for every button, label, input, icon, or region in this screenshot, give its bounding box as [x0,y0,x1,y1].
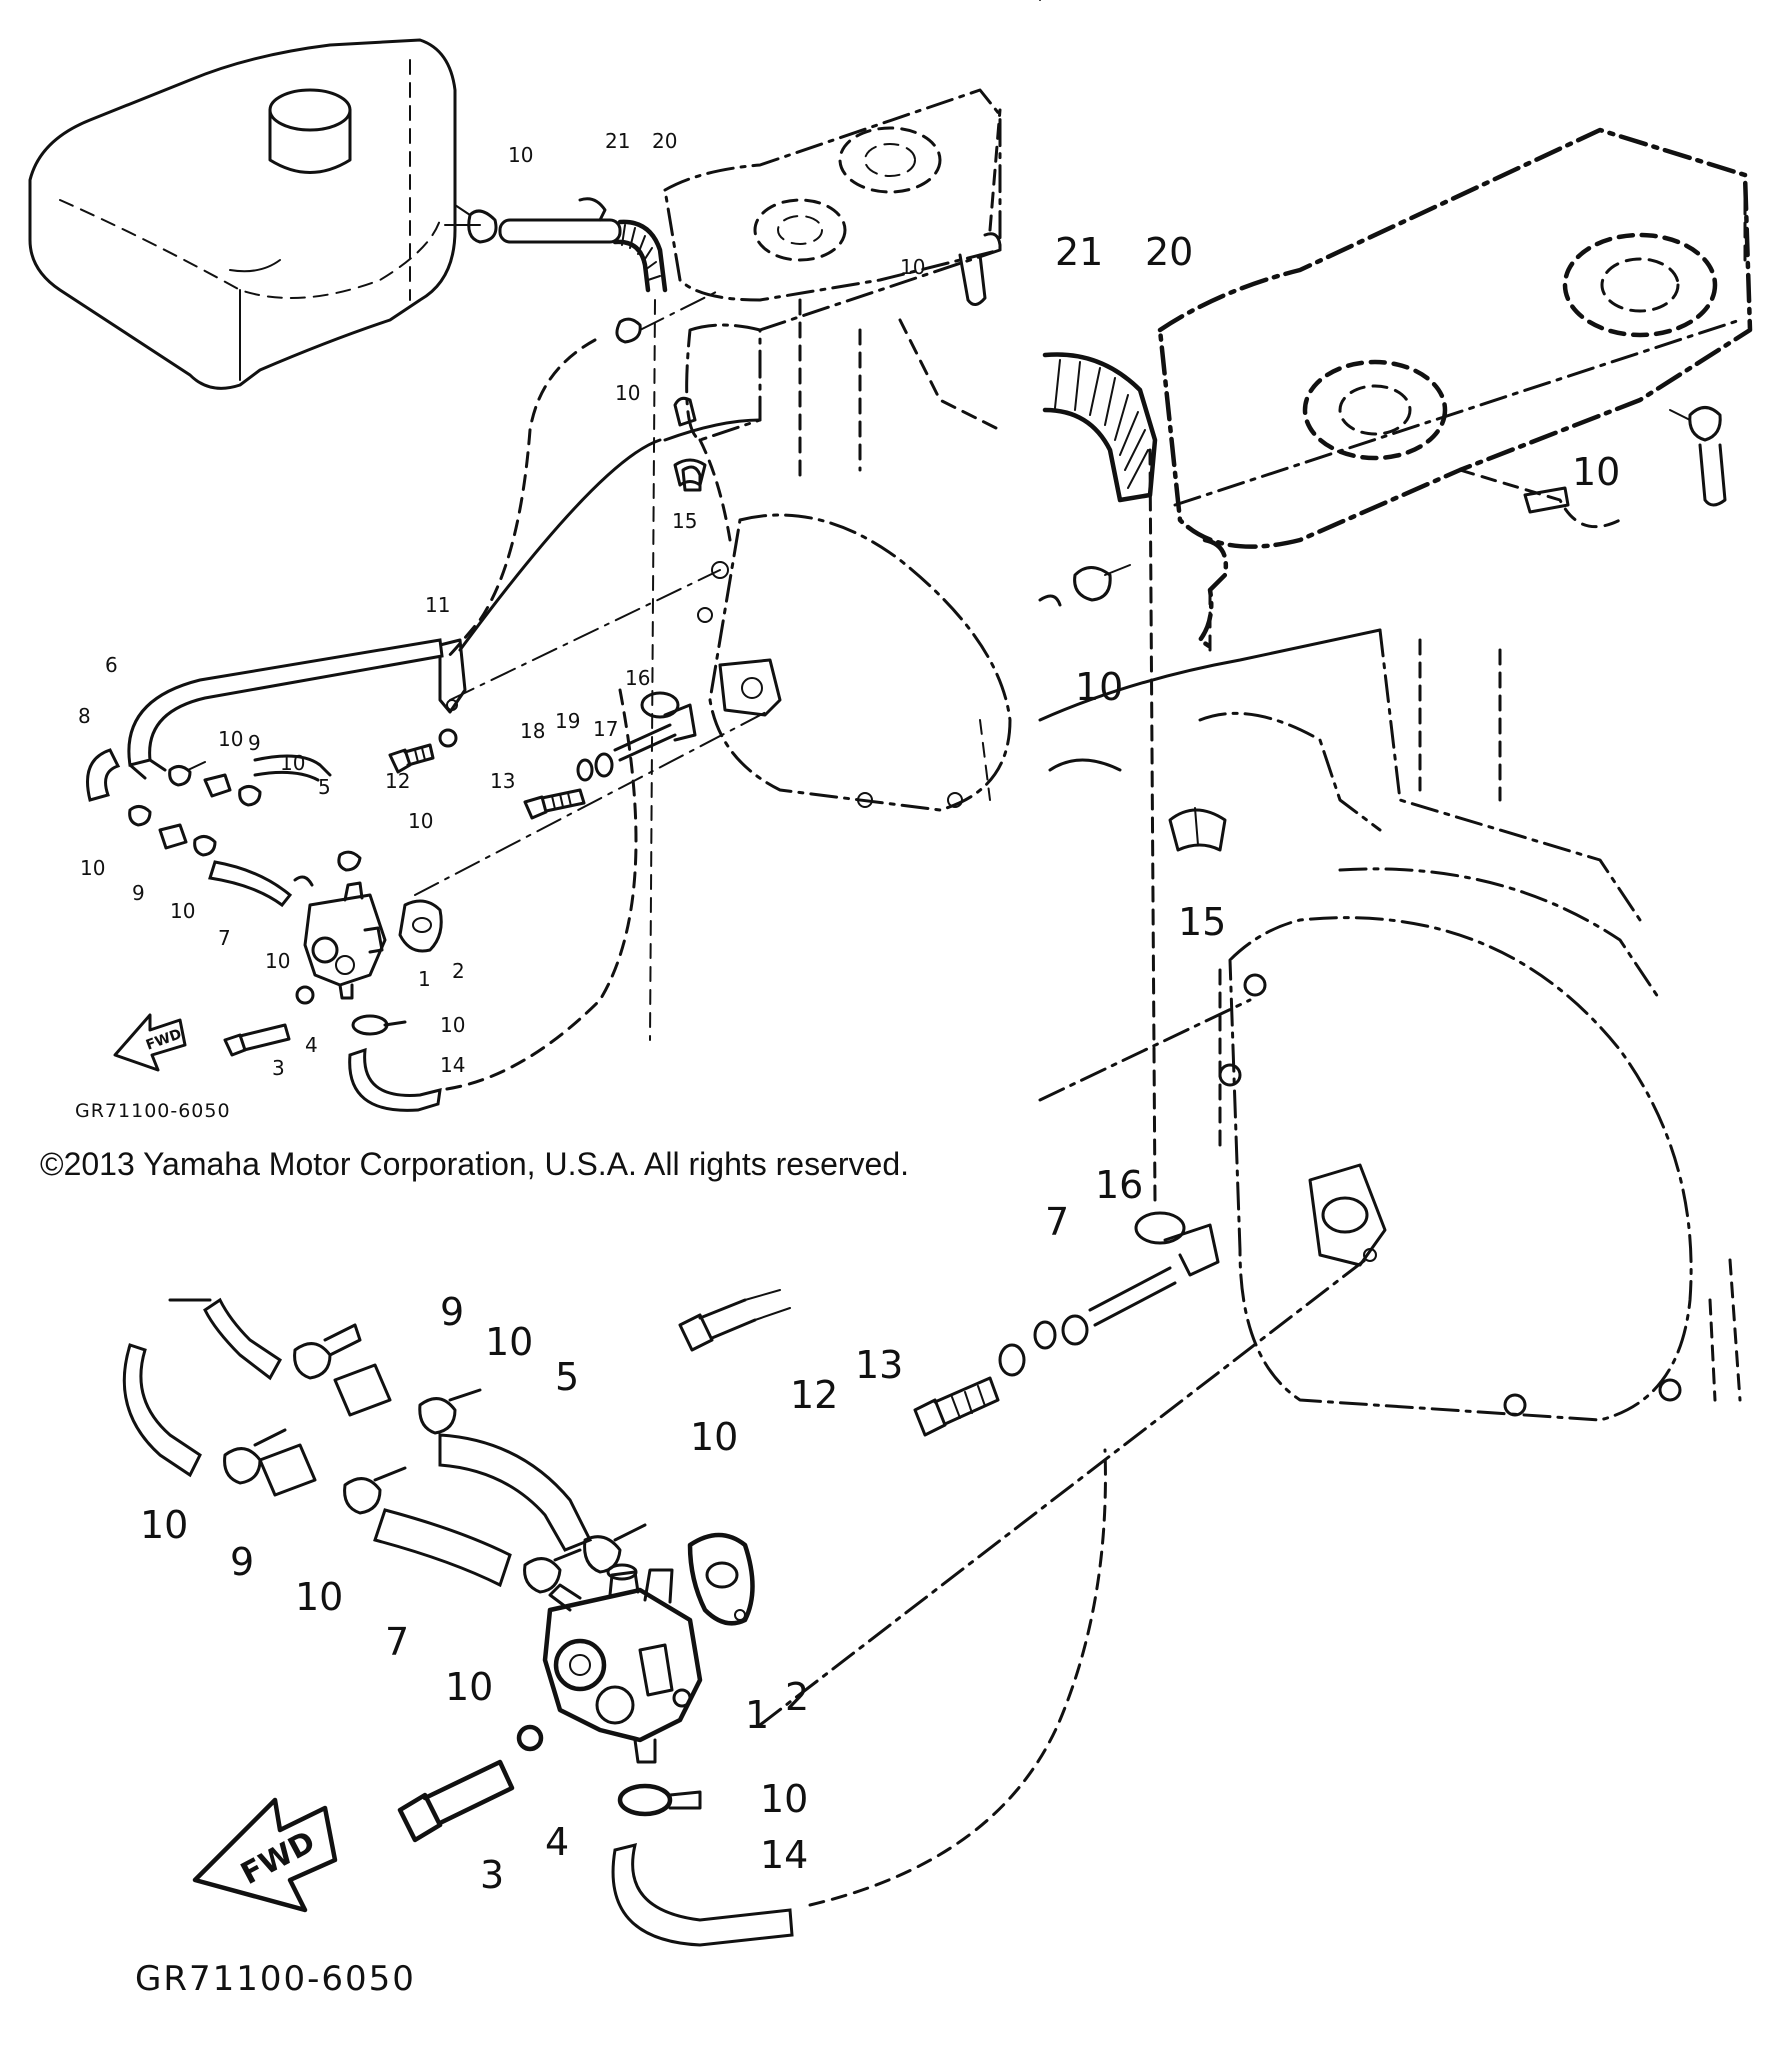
label-3: 3 [272,1056,285,1080]
bolt-18 [523,788,586,820]
washer-4-overview [295,985,315,1005]
label-10: 10 [690,1415,738,1459]
bracket-11 [438,638,467,714]
label-10: 10 [218,727,243,751]
label-10: 10 [295,1575,343,1619]
fittings-detail [223,1323,647,1594]
label-20: 20 [652,129,677,153]
label-10: 10 [280,751,305,775]
copyright-notice: ©2013 Yamaha Motor Corporation, U.S.A. A… [40,1146,909,1182]
drawing-code-small: GR71100-6050 [75,1100,231,1122]
gasket-2-detail [687,1532,755,1626]
label-18: 18 [520,719,545,743]
label-9: 9 [230,1540,254,1584]
label-16: 16 [1095,1163,1143,1207]
label-15: 15 [672,509,697,533]
oil-pump-overview [303,881,443,1000]
clamp-10-detail [617,1783,673,1817]
label-10: 10 [485,1320,533,1364]
fwd-arrow-large: FWD [192,1797,338,1913]
label-5: 5 [318,775,331,799]
label-9: 9 [440,1290,464,1334]
label-13: 13 [490,769,515,793]
label-4: 4 [305,1033,318,1057]
label-3: 3 [480,1853,504,1897]
label-16: 16 [625,666,650,690]
label-4: 4 [545,1820,569,1864]
drawing-code-large: GR71100-6050 [135,1959,416,1999]
washer-13 [438,728,458,748]
collar-17 [594,752,614,778]
label-12: 12 [385,769,410,793]
bolt-12 [388,743,435,774]
label-2: 2 [452,959,465,983]
label-17: 17 [593,717,618,741]
label-10: 10 [1572,450,1620,494]
pipe-16 [613,691,697,762]
label-21: 21 [1055,230,1103,274]
detail-labels: 21 20 10 10 15 16 7 [1045,230,1620,1244]
label-10: 10 [900,255,925,279]
label-5: 5 [555,1355,579,1399]
label-10: 10 [508,143,533,167]
detail-pump-view: FWD 9 10 5 10 10 9 10 7 10 1 2 4 3 10 14… [122,1289,1107,1999]
label-21: 21 [605,129,630,153]
label-1: 1 [745,1693,769,1737]
label-14: 14 [440,1053,465,1077]
label-19: 19 [555,709,580,733]
label-9: 9 [248,731,261,755]
vent-hose-assembly [454,197,721,344]
label-10: 10 [140,1503,188,1547]
label-20: 20 [1145,230,1193,274]
label-7: 7 [1045,1200,1069,1244]
label-2: 2 [785,1675,809,1719]
bottom-labels: 9 10 5 10 10 9 10 7 10 1 2 4 3 10 14 12 … [135,1290,903,1999]
fwd-text-large: FWD [235,1824,321,1892]
label-15: 15 [1178,900,1226,944]
overview-labels: 10 21 20 10 10 15 11 6 8 10 9 10 5 10 10… [75,129,925,1122]
collar-7-detail [1033,1320,1057,1350]
fittings-overview [128,754,362,908]
detail-engine-view: 21 20 10 10 15 16 7 [758,127,1753,1727]
label-10: 10 [615,381,640,405]
label-13: 13 [855,1343,903,1387]
oil-tank [28,38,481,390]
label-11: 11 [425,593,450,617]
label-9: 9 [132,881,145,905]
bolt-12-detail [678,1298,757,1352]
label-6: 6 [105,653,118,677]
bolt-3-detail [397,1759,515,1843]
washer-19 [576,758,594,782]
label-10: 10 [440,1013,465,1037]
label-7: 7 [218,926,231,950]
engine-top [663,88,1012,812]
oil-lines [414,299,771,1092]
bolt-3-overview [223,1023,291,1057]
label-14: 14 [760,1833,808,1877]
label-8: 8 [78,704,91,728]
overview-view: FWD 10 21 20 10 10 15 11 6 8 10 9 10 5 1… [28,38,1012,1122]
oil-pump-detail [542,1563,703,1764]
label-12: 12 [790,1373,838,1417]
label-10: 10 [445,1665,493,1709]
clamp-15-small [673,458,707,487]
label-10: 10 [1075,665,1123,709]
label-10: 10 [80,856,105,880]
fwd-arrow-small: FWD [113,1013,187,1072]
label-10: 10 [408,809,433,833]
washer-4-detail [516,1724,544,1752]
label-10: 10 [265,949,290,973]
hoses-left [86,638,444,802]
label-10: 10 [760,1777,808,1821]
label-10: 10 [170,899,195,923]
label-1: 1 [418,967,431,991]
label-7: 7 [385,1620,409,1664]
